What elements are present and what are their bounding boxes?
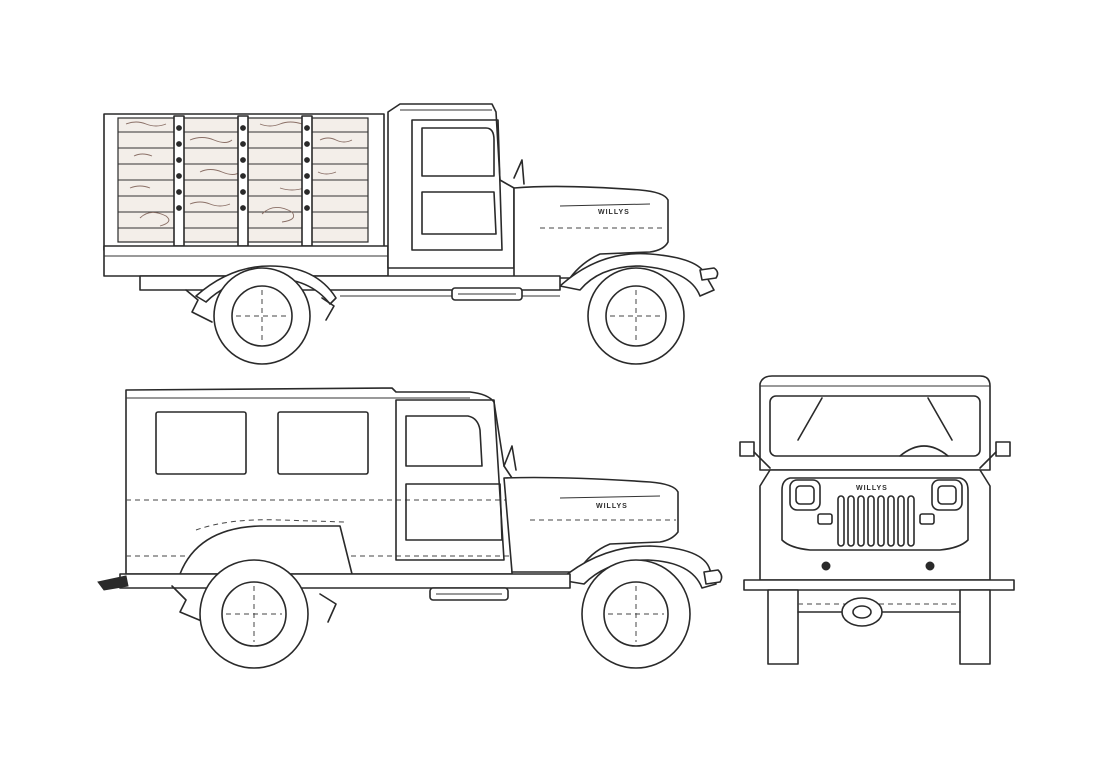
pickup-bumper (699, 267, 719, 281)
pickup-rear-wheel (213, 267, 311, 365)
stake-rack-bed (103, 113, 389, 277)
grille-slots (837, 495, 915, 547)
wagon-front-wheel (581, 559, 691, 669)
headlight-left (789, 479, 821, 511)
pickup-hood: WILLYS (513, 185, 715, 297)
headlight-right (931, 479, 963, 511)
wagon-door (395, 399, 505, 561)
front-bumper (743, 579, 1015, 591)
wagon-hood (503, 476, 679, 573)
pickup-front-wheel (587, 267, 685, 365)
mirror-left (739, 441, 755, 457)
grille-badge: WILLYS (856, 485, 888, 492)
pickup-cab (387, 103, 525, 269)
wagon-rear-window (155, 411, 247, 475)
pickup-hood-badge: WILLYS (598, 209, 630, 216)
wagon-hood-badge: WILLYS (596, 503, 628, 510)
wiper-left (797, 397, 823, 441)
mirror-right (995, 441, 1011, 457)
front-view: WILLYS (739, 375, 1015, 665)
wagon-middle-window (277, 411, 369, 475)
front-tire-left (767, 589, 799, 665)
wagon-side-view: WILLYS (97, 387, 723, 669)
pickup-side-view: WILLYS (103, 103, 719, 365)
front-windshield (769, 395, 981, 457)
front-tire-right (959, 589, 991, 665)
wiper-right (927, 397, 953, 441)
differential (841, 597, 883, 627)
wagon-rear-wheel (199, 559, 309, 669)
